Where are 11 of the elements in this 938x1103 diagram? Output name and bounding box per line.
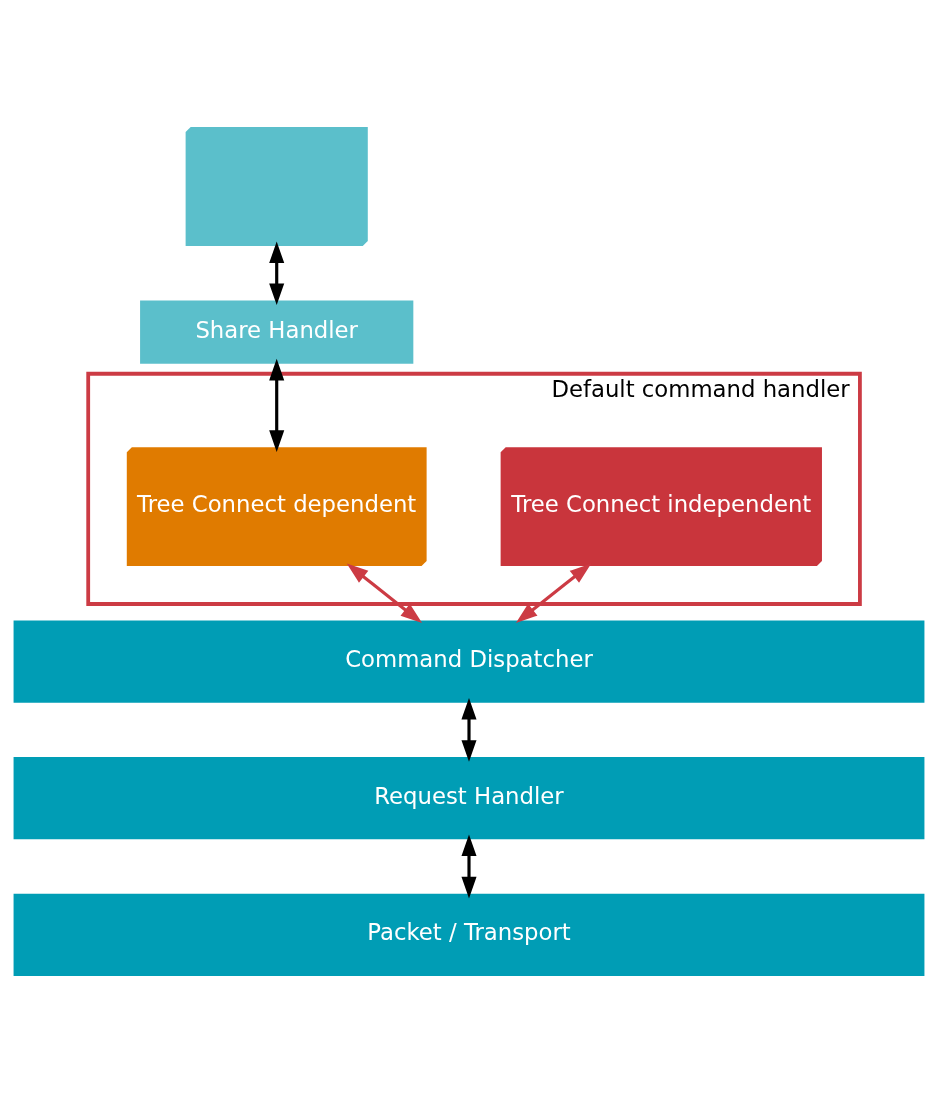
node-box: Request Handler [13, 757, 925, 840]
arrow [269, 358, 285, 452]
arrow [461, 834, 477, 899]
arrow [515, 563, 592, 624]
arrow [269, 241, 285, 306]
node-box: Share Handler [140, 300, 414, 364]
node-box: Packet / Transport [13, 893, 925, 976]
arrow [346, 563, 423, 624]
node-box [185, 127, 368, 246]
arrow [461, 697, 477, 762]
node-box: Command Dispatcher [13, 620, 925, 703]
